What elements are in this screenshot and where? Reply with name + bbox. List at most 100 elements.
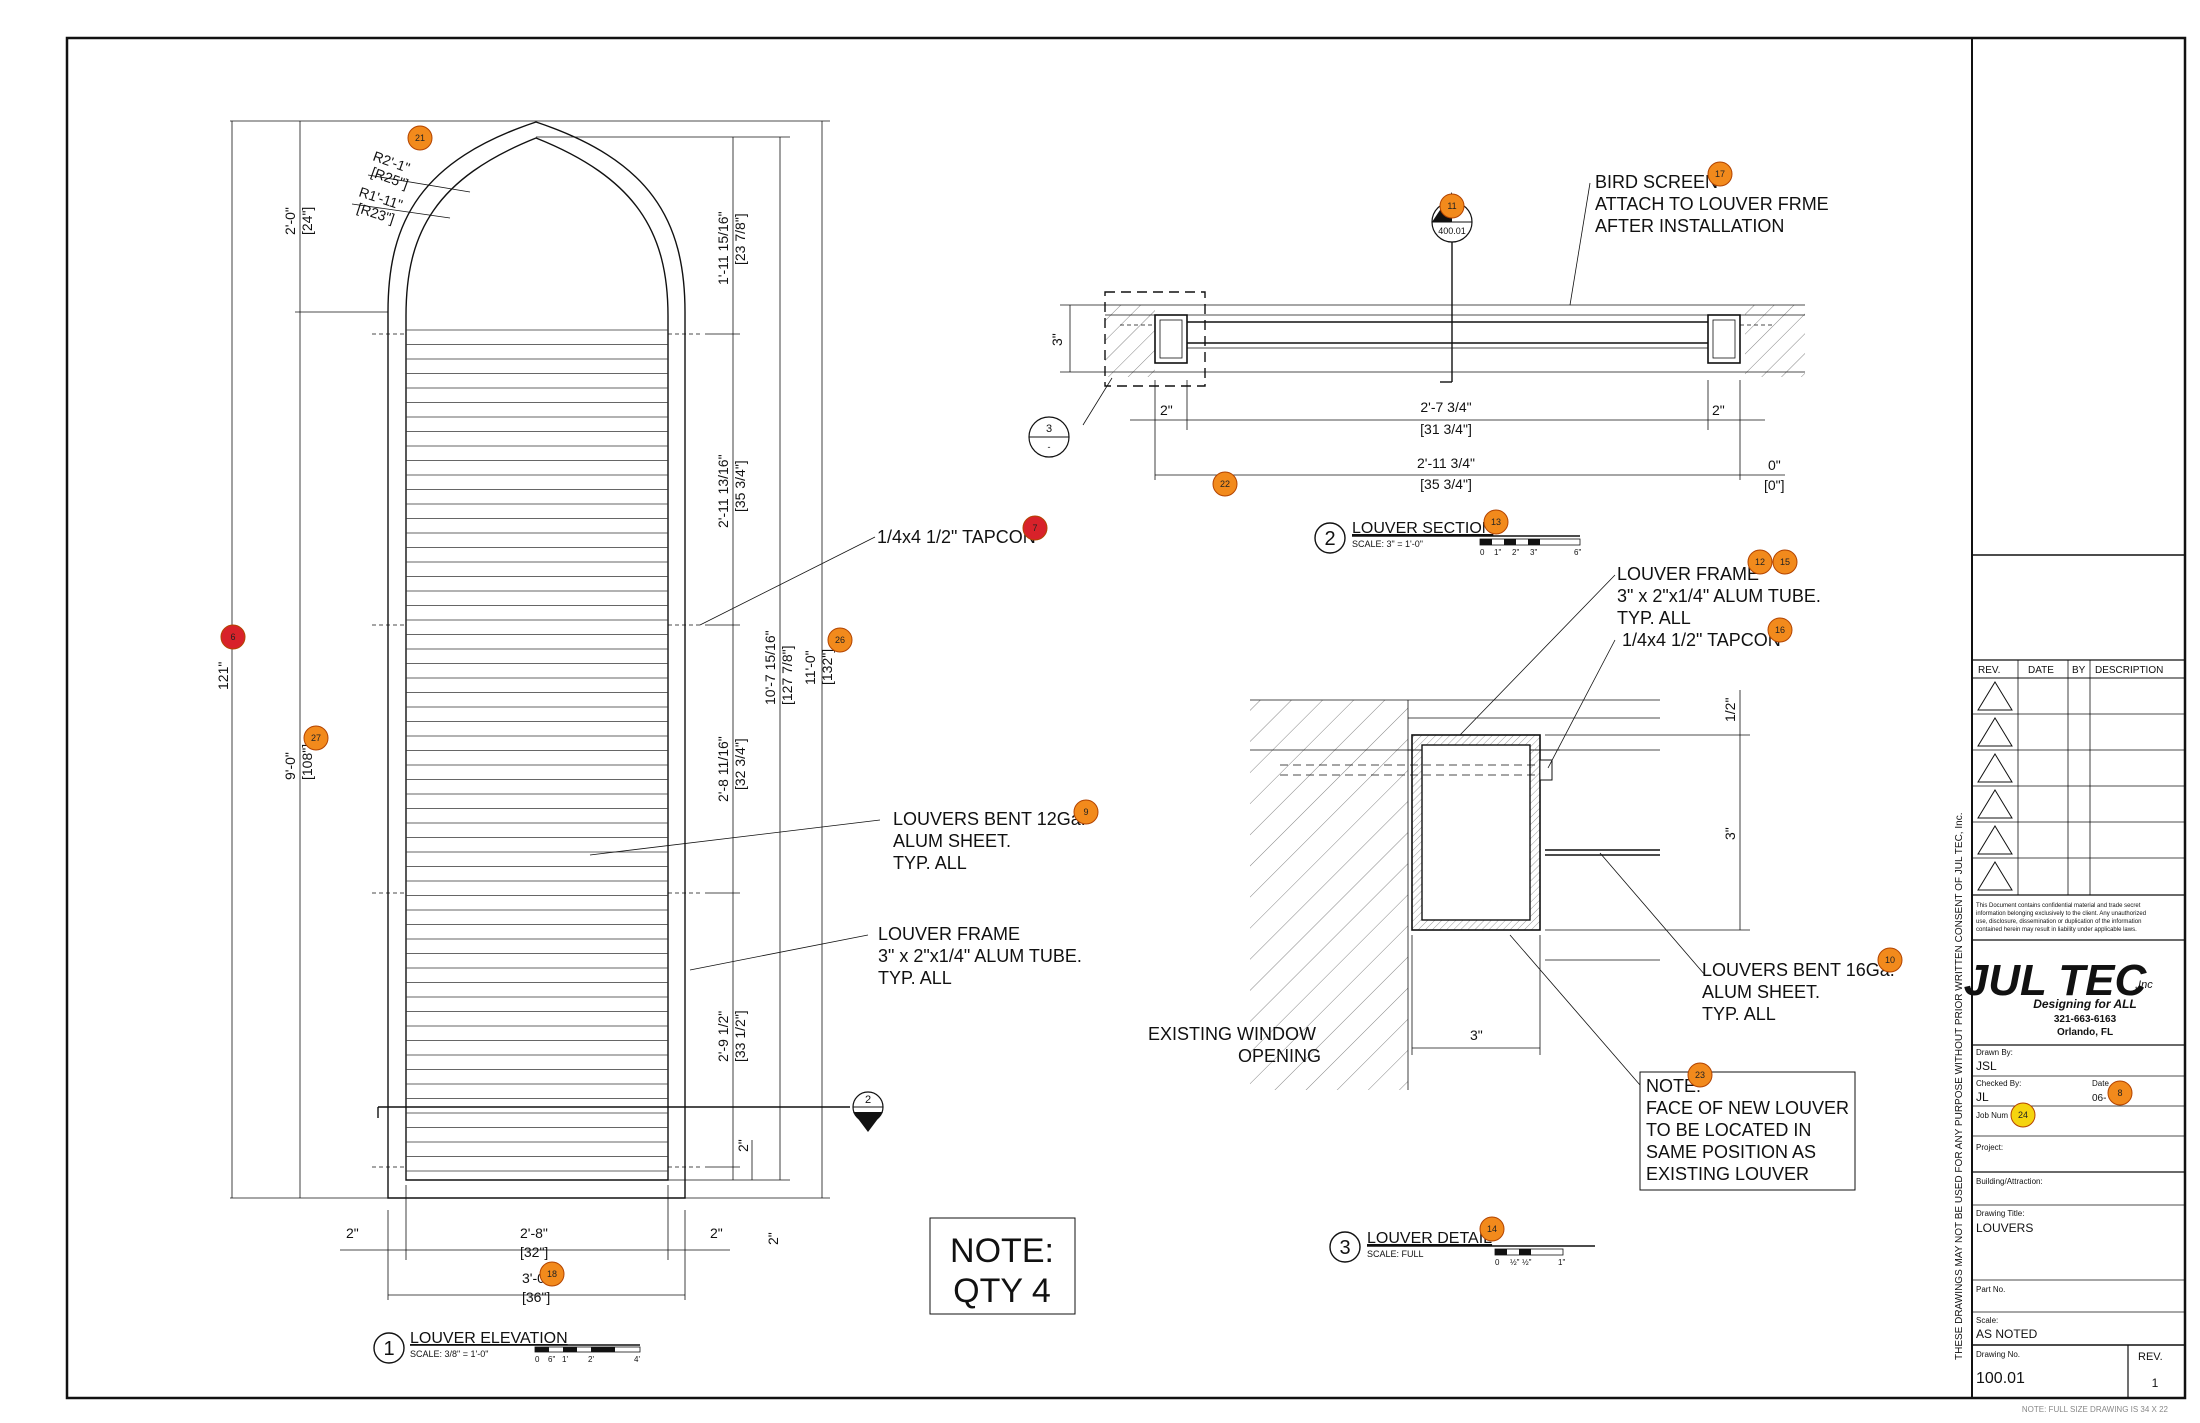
louver-detail: 1/2" 3" 3" LOUVER FRAME 3" x 2"x1/4" ALU… bbox=[1148, 564, 1895, 1267]
review-marker-label: 23 bbox=[1695, 1070, 1705, 1080]
rev-triangles bbox=[1977, 681, 2013, 891]
segment-2-dim: 2'-11 13/16" bbox=[715, 454, 731, 528]
review-marker-8[interactable]: 8 bbox=[2107, 1080, 2133, 1106]
qty-note-line-2: QTY 4 bbox=[953, 1272, 1051, 1310]
detail-scale-tick-2: ½" bbox=[1522, 1258, 1532, 1267]
mid-total-dim-b: [127 7/8"] bbox=[779, 646, 795, 705]
section-left-dim: 2" bbox=[1160, 402, 1173, 418]
review-marker-15[interactable]: 15 bbox=[1772, 549, 1798, 575]
detail-callout-3-num: 3 bbox=[1046, 423, 1052, 435]
section-scale-tick-3: 3" bbox=[1530, 548, 1537, 557]
review-marker-27[interactable]: 27 bbox=[303, 725, 329, 751]
detail-side-dim: 3" bbox=[1722, 827, 1738, 840]
review-marker-badge bbox=[1212, 471, 1238, 497]
drawn-by-label: Drawn By: bbox=[1976, 1048, 2013, 1057]
elevation-frame-note-2: 3" x 2"x1/4" ALUM TUBE. bbox=[878, 946, 1082, 966]
title-block: REV. DATE BY DESCRIPTION This Document c… bbox=[1954, 38, 2185, 1398]
bird-screen-note-3: AFTER INSTALLATION bbox=[1595, 216, 1784, 236]
rev-header-date: DATE bbox=[2028, 665, 2054, 676]
qty-note-line-1: NOTE: bbox=[950, 1232, 1054, 1270]
review-marker-9[interactable]: 9 bbox=[1073, 799, 1099, 825]
section-zero-dim: 0" bbox=[1768, 457, 1781, 473]
segment-3-dim-b: [32 3/4"] bbox=[732, 738, 748, 790]
review-marker-label: 13 bbox=[1491, 517, 1501, 527]
date-label: Date bbox=[2092, 1079, 2109, 1088]
section-callout-2-num: 2 bbox=[865, 1094, 871, 1106]
confidential-line-3: use, disclosure, dissemination or duplic… bbox=[1976, 919, 2141, 925]
drawing-no-value: 100.01 bbox=[1976, 1370, 2025, 1387]
segment-4-dim-b: [33 1/2"] bbox=[732, 1010, 748, 1062]
segment-1-dim: 1'-11 15/16" bbox=[715, 211, 731, 285]
section-scale-tick-0: 0 bbox=[1480, 548, 1485, 557]
review-marker-badge bbox=[220, 624, 246, 650]
detail-number-bubble bbox=[1329, 1231, 1361, 1263]
elevation-scale: SCALE: 3/8" = 1'-0" bbox=[410, 1349, 488, 1359]
review-marker-6[interactable]: 6 bbox=[220, 624, 246, 650]
rev-label: REV. bbox=[2138, 1351, 2163, 1363]
confidential-line-4: contained herein may result in liability… bbox=[1976, 927, 2137, 933]
drawing-title-label: Drawing Title: bbox=[1976, 1209, 2024, 1218]
review-marker-18[interactable]: 18 bbox=[539, 1261, 565, 1287]
review-marker-16[interactable]: 16 bbox=[1767, 617, 1793, 643]
scale-value: AS NOTED bbox=[1976, 1327, 2038, 1341]
review-marker-17[interactable]: 17 bbox=[1707, 161, 1733, 187]
elevation-frame-note-3: TYP. ALL bbox=[878, 968, 952, 988]
project-label: Project: bbox=[1976, 1143, 2003, 1152]
review-marker-23[interactable]: 23 bbox=[1687, 1062, 1713, 1088]
existing-window-note-2: OPENING bbox=[1238, 1046, 1321, 1066]
review-marker-badge bbox=[2010, 1102, 2036, 1128]
elevation-scale-tick-3: 2' bbox=[588, 1355, 594, 1364]
review-marker-11[interactable]: 11 bbox=[1439, 193, 1465, 219]
detail-callout-3[interactable]: 3 - bbox=[1028, 377, 1113, 458]
elevation-title: LOUVER ELEVATION bbox=[410, 1330, 568, 1347]
louver-slats bbox=[406, 329, 668, 1172]
detail-frame-note-3: TYP. ALL bbox=[1617, 608, 1691, 628]
review-marker-14[interactable]: 14 bbox=[1479, 1216, 1505, 1242]
elevation-scale-bar: 0 6" 1' 2' 4' bbox=[410, 1344, 640, 1364]
detail-louvers-note-2: ALUM SHEET. bbox=[1702, 982, 1820, 1002]
detail-title: LOUVER DETAIL bbox=[1367, 1230, 1492, 1247]
review-marker-22[interactable]: 22 bbox=[1212, 471, 1238, 497]
review-marker-badge bbox=[1073, 799, 1099, 825]
louver-position-note-1: NOTE: bbox=[1646, 1076, 1701, 1096]
review-marker-26[interactable]: 26 bbox=[827, 627, 853, 653]
existing-window-note-1: EXISTING WINDOW bbox=[1148, 1024, 1316, 1044]
section-outer-dim: 2'-11 3/4" bbox=[1417, 455, 1475, 471]
review-marker-badge bbox=[1747, 549, 1773, 575]
total-height-dim: 121" bbox=[215, 662, 231, 690]
review-marker-10[interactable]: 10 bbox=[1877, 947, 1903, 973]
review-marker-12[interactable]: 12 bbox=[1747, 549, 1773, 575]
bird-screen-note-1: BIRD SCREEN bbox=[1595, 172, 1718, 192]
review-marker-badge bbox=[1767, 617, 1793, 643]
bottom-far-dim: 2" bbox=[765, 1232, 781, 1245]
review-marker-label: 15 bbox=[1780, 557, 1790, 567]
section-scale-tick-1: 1" bbox=[1494, 548, 1501, 557]
review-marker-label: 8 bbox=[2117, 1088, 2122, 1098]
review-marker-label: 10 bbox=[1885, 955, 1895, 965]
review-marker-7[interactable]: 7 bbox=[1022, 515, 1048, 541]
review-marker-badge bbox=[827, 627, 853, 653]
louver-elevation: R2'-1" [R25"] R1'-11" [R23"] 2'-0" [24"]… bbox=[215, 120, 1086, 1364]
rev-header-rev: REV. bbox=[1978, 665, 2000, 676]
review-marker-badge bbox=[1772, 549, 1798, 575]
review-marker-21[interactable]: 21 bbox=[407, 125, 433, 151]
company-city: Orlando, FL bbox=[2057, 1027, 2113, 1038]
section-title: LOUVER SECTION bbox=[1352, 520, 1493, 537]
review-marker-24[interactable]: 24 bbox=[2010, 1102, 2036, 1128]
review-marker-13[interactable]: 13 bbox=[1483, 509, 1509, 535]
detail-frame-note-1: LOUVER FRAME bbox=[1617, 564, 1759, 584]
review-marker-label: 18 bbox=[547, 1269, 557, 1279]
overall-height-dim: 11'-0" bbox=[802, 650, 818, 685]
section-zero-dim-b: [0"] bbox=[1764, 477, 1785, 493]
section-callout-2[interactable]: 2 - bbox=[852, 1091, 884, 1132]
review-marker-badge bbox=[1022, 515, 1048, 541]
section-mark-400-01[interactable]: 400.01 bbox=[1431, 192, 1473, 383]
elevation-louvers-note-1: LOUVERS BENT 12Ga. bbox=[893, 809, 1086, 829]
review-marker-badge bbox=[1877, 947, 1903, 973]
louver-position-note-4: SAME POSITION AS bbox=[1646, 1142, 1816, 1162]
rev-header-by: BY bbox=[2072, 665, 2086, 676]
review-marker-label: 11 bbox=[1447, 201, 1456, 211]
section-outer-dim-b: [35 3/4"] bbox=[1420, 476, 1472, 492]
segment-3-dim: 2'-8 11/16" bbox=[715, 736, 731, 802]
